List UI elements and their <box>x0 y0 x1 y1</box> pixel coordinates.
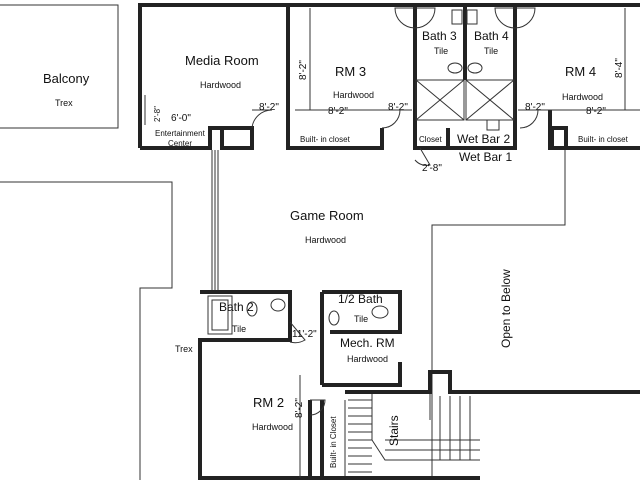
media-closet <box>220 126 254 150</box>
balcony-name: Balcony <box>43 71 90 86</box>
game-room-material: Hardwood <box>305 235 346 245</box>
wet-bar-1-name: Wet Bar 1 <box>459 150 512 164</box>
entertainment-center-label: Center <box>168 139 192 148</box>
stairs-name: Stairs <box>387 415 401 446</box>
bath3-material: Tile <box>434 46 448 56</box>
sink-icon <box>494 7 536 29</box>
bath2-name: Bath 2 <box>219 300 254 314</box>
bath2-wall <box>198 290 292 480</box>
dim-rm3-height: 8'-2" <box>298 60 309 80</box>
door-swing <box>414 147 431 166</box>
dim-media-horizontal: 6'-0" <box>171 113 191 124</box>
dim-rm3-right: 8'-2" <box>388 102 408 113</box>
door-swing <box>289 321 306 344</box>
toilet-icon <box>466 9 478 25</box>
dim-rm4-left: 8'-2" <box>525 102 545 113</box>
dim-rm4-width: 8'-2" <box>586 106 606 117</box>
rm2-material: Hardwood <box>252 422 293 432</box>
wet-bar-wall <box>413 128 517 150</box>
rm2-name: RM 2 <box>253 395 284 410</box>
door-swing <box>251 109 273 129</box>
rm3-material: Hardwood <box>333 90 374 100</box>
toilet-icon <box>246 301 258 317</box>
tub-inner <box>211 299 229 331</box>
closet-name: Closet <box>419 135 442 144</box>
builtin-closet-rm3-label: Built- in closet <box>300 135 351 144</box>
shower-icon <box>465 79 515 121</box>
dim-rm2-height: 8'-2" <box>294 398 305 418</box>
sink-icon <box>270 298 286 312</box>
deck-material: Trex <box>175 344 193 354</box>
stair-treads <box>348 396 480 473</box>
bath2-material: Tile <box>232 324 246 334</box>
deck-outline <box>0 181 173 480</box>
shower-icon <box>465 79 515 121</box>
mech-rm-name: Mech. RM <box>340 336 395 350</box>
media-room-material: Hardwood <box>200 80 241 90</box>
builtin-closet-rm4-label: Built- in closet <box>578 135 629 144</box>
bath4-material: Tile <box>484 46 498 56</box>
dim-rm4-height: 8'-4" <box>614 58 625 78</box>
bathtub <box>207 295 233 335</box>
door-swing <box>309 399 326 416</box>
fixtures <box>144 7 640 478</box>
media-room-name: Media Room <box>185 53 259 68</box>
walls <box>138 3 640 480</box>
toilet-icon <box>328 310 340 326</box>
dim-closet-width: 2'-8" <box>422 163 442 174</box>
game-room-name: Game Room <box>290 208 364 223</box>
half-bath-wall <box>322 290 402 334</box>
sink-icon <box>486 119 500 131</box>
open-to-below-name: Open to Below <box>499 269 513 348</box>
mech-wall <box>322 362 402 387</box>
rm3-south-wall <box>286 110 384 150</box>
sink-icon <box>371 305 389 319</box>
half-bath-name: 1/2 Bath <box>338 292 383 306</box>
dim-media-vertical: 2'-8" <box>153 106 162 122</box>
balcony-material: Trex <box>55 98 73 108</box>
dim-media-right: 8'-2" <box>259 102 279 113</box>
half-bath-material: Tile <box>354 314 368 324</box>
bath4-name: Bath 4 <box>474 29 509 43</box>
bath3-name: Bath 3 <box>422 29 457 43</box>
dim-rm3-width: 8'-2" <box>328 106 348 117</box>
toilet-icon <box>467 62 483 74</box>
media-south-wall <box>140 126 220 150</box>
wet-bar-2-name: Wet Bar 2 <box>457 132 510 146</box>
rm4-material: Hardwood <box>562 92 603 102</box>
dim-hall-width: 11'-2" <box>292 329 317 340</box>
doors <box>251 109 539 416</box>
toilet-icon <box>451 9 463 25</box>
toilet-icon <box>447 62 463 74</box>
rm3-name: RM 3 <box>335 64 366 79</box>
shower-icon <box>415 79 465 121</box>
sink-icon <box>394 7 436 29</box>
rm4-closet <box>550 126 568 150</box>
builtin-closet-rm2-label: Built- in Closet <box>329 416 338 468</box>
mech-rm-material: Hardwood <box>347 354 388 364</box>
rm4-name: RM 4 <box>565 64 596 79</box>
shower-icon <box>415 79 465 121</box>
stair-wall <box>345 370 640 394</box>
entertainment-center-label: Entertainment <box>155 129 206 138</box>
thin-outlines <box>0 4 566 480</box>
balcony-outline <box>0 4 119 129</box>
open-to-below-outline <box>431 148 566 480</box>
